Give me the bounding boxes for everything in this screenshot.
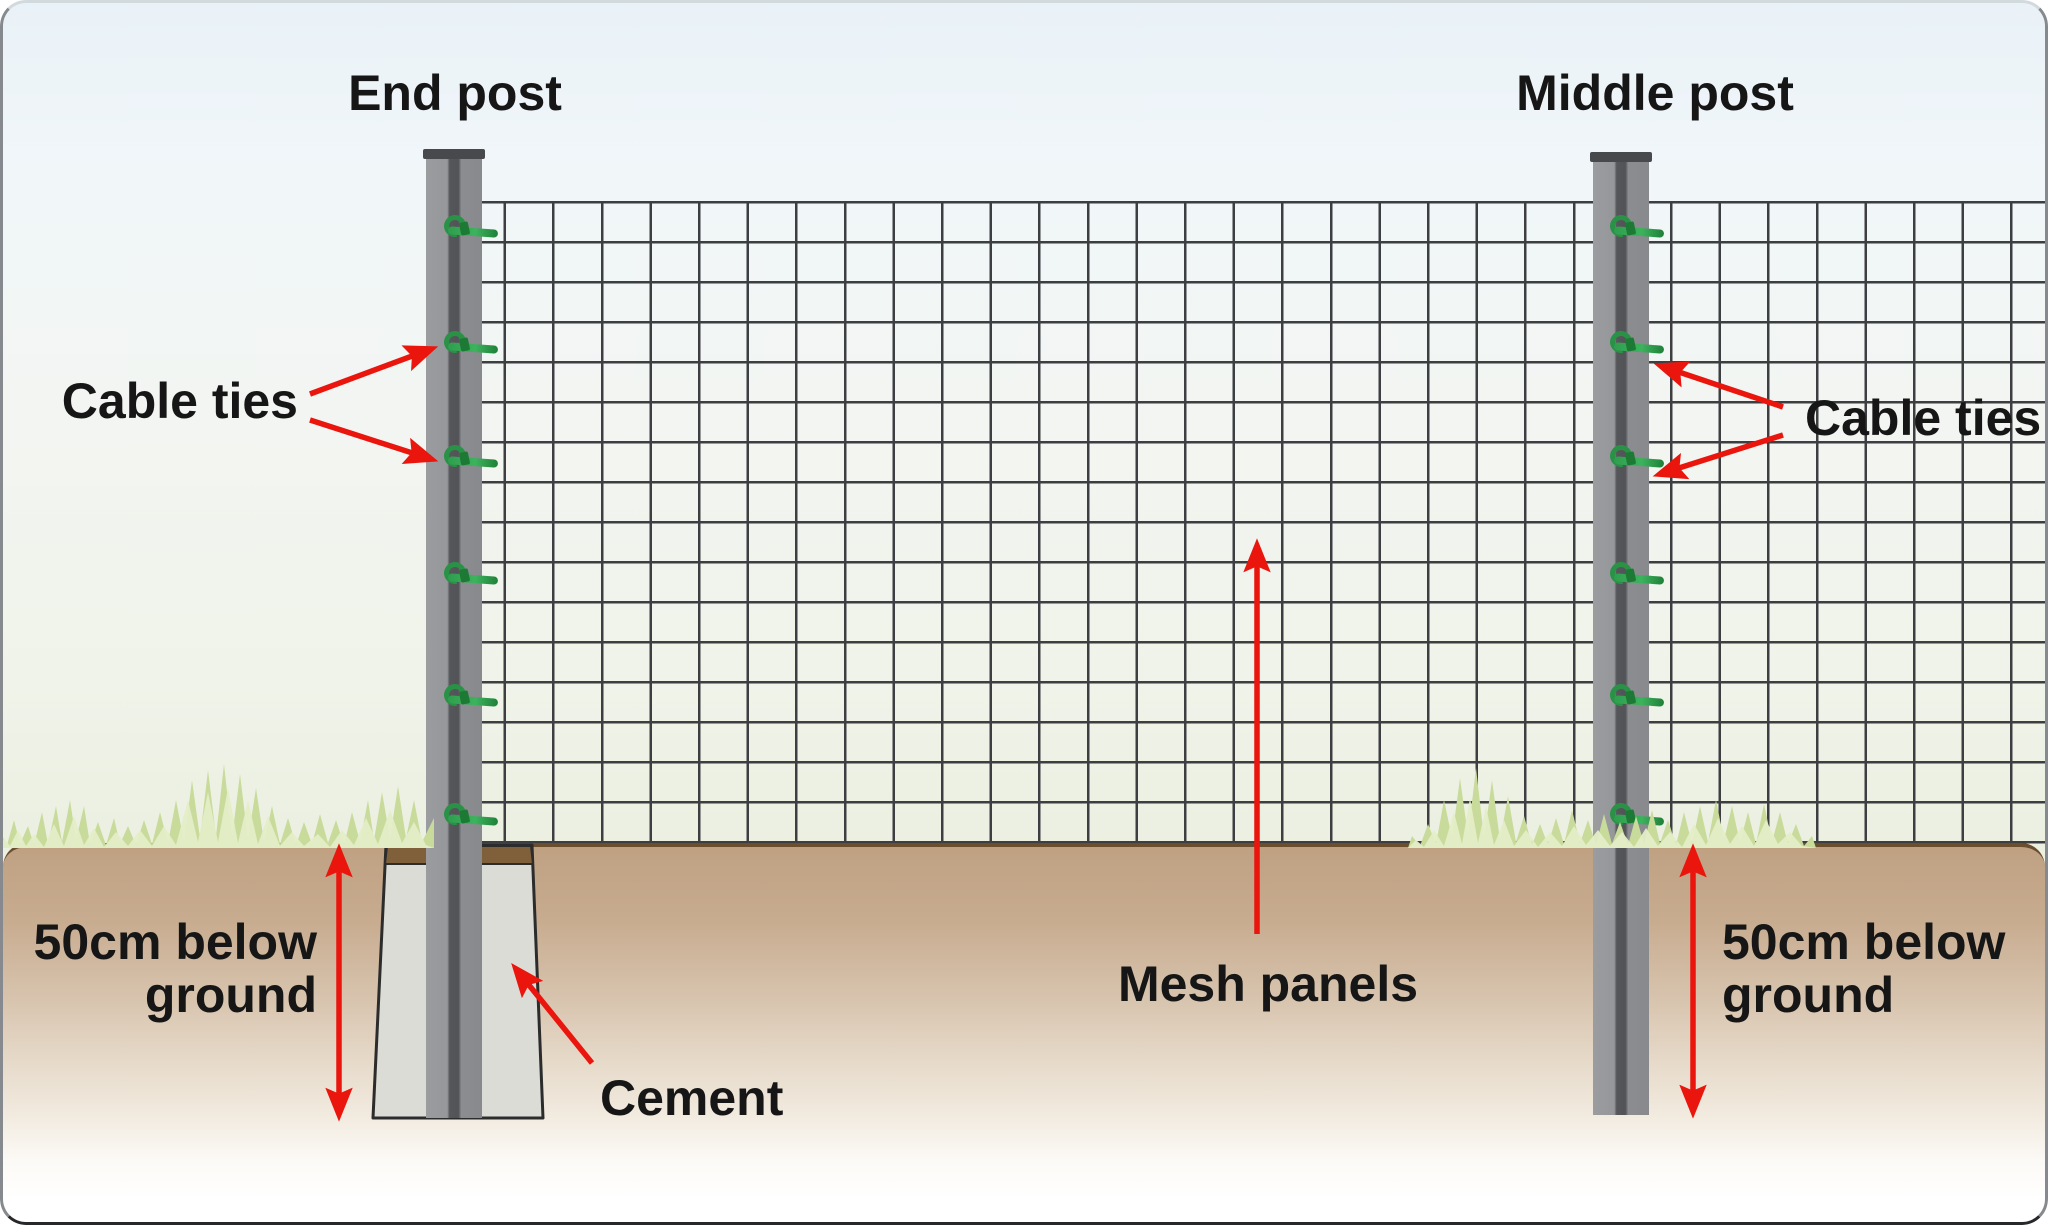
cement-label: Cement — [600, 1070, 784, 1126]
middle-post-cable-tie — [1605, 326, 1666, 358]
cable-ties-right-label: Cable ties — [1805, 390, 2042, 446]
middle-post — [1593, 161, 1649, 1115]
end-post-cable-tie — [439, 440, 500, 472]
end-post-cable-tie — [439, 326, 500, 358]
cable-tie-knot-icon — [1624, 337, 1637, 352]
cable-tie-knot-icon — [1624, 568, 1637, 583]
end-post — [426, 158, 482, 1118]
cable-tie-knot-icon — [458, 451, 471, 466]
depth-below-ground-left-label: 50cm below ground — [33, 914, 317, 1023]
cable-ties-left-label: Cable ties — [61, 373, 298, 429]
cable-tie-knot-icon — [458, 809, 471, 824]
grass-left-cluster — [0, 764, 434, 848]
mesh-panels-label: Mesh panels — [1117, 956, 1419, 1012]
middle-post-cable-tie — [1605, 679, 1666, 711]
end-post-cable-tie — [439, 210, 500, 242]
soil-ground — [3, 843, 2045, 1222]
cable-ties-left-lower-arrow — [309, 417, 439, 464]
cable-tie-knot-icon — [458, 337, 471, 352]
middle-post-cable-tie — [1605, 557, 1666, 589]
cable-tie-knot-icon — [458, 568, 471, 583]
middle-post-label: Middle post — [1516, 65, 1794, 121]
cable-ties-left-upper-arrow — [309, 345, 439, 397]
middle-post-cable-tie — [1605, 440, 1666, 472]
cable-tie-knot-icon — [1624, 690, 1637, 705]
cable-tie-knot-icon — [458, 221, 471, 236]
middle-post-cap — [1590, 152, 1652, 162]
end-post-label: End post — [348, 65, 562, 121]
end-post-cable-tie — [439, 557, 500, 589]
depth-below-ground-right-label: 50cm below ground — [1722, 914, 2006, 1023]
cable-tie-knot-icon — [458, 690, 471, 705]
mesh-grid — [455, 201, 2046, 845]
end-post-cable-tie — [439, 679, 500, 711]
cable-tie-knot-icon — [1624, 451, 1637, 466]
middle-post-cable-tie — [1605, 210, 1666, 242]
end-post-cap — [423, 149, 485, 159]
end-post-cable-tie — [439, 798, 500, 830]
middle-post-cable-tie — [1605, 798, 1666, 830]
cable-tie-knot-icon — [1624, 221, 1637, 236]
cable-tie-knot-icon — [1624, 809, 1637, 824]
